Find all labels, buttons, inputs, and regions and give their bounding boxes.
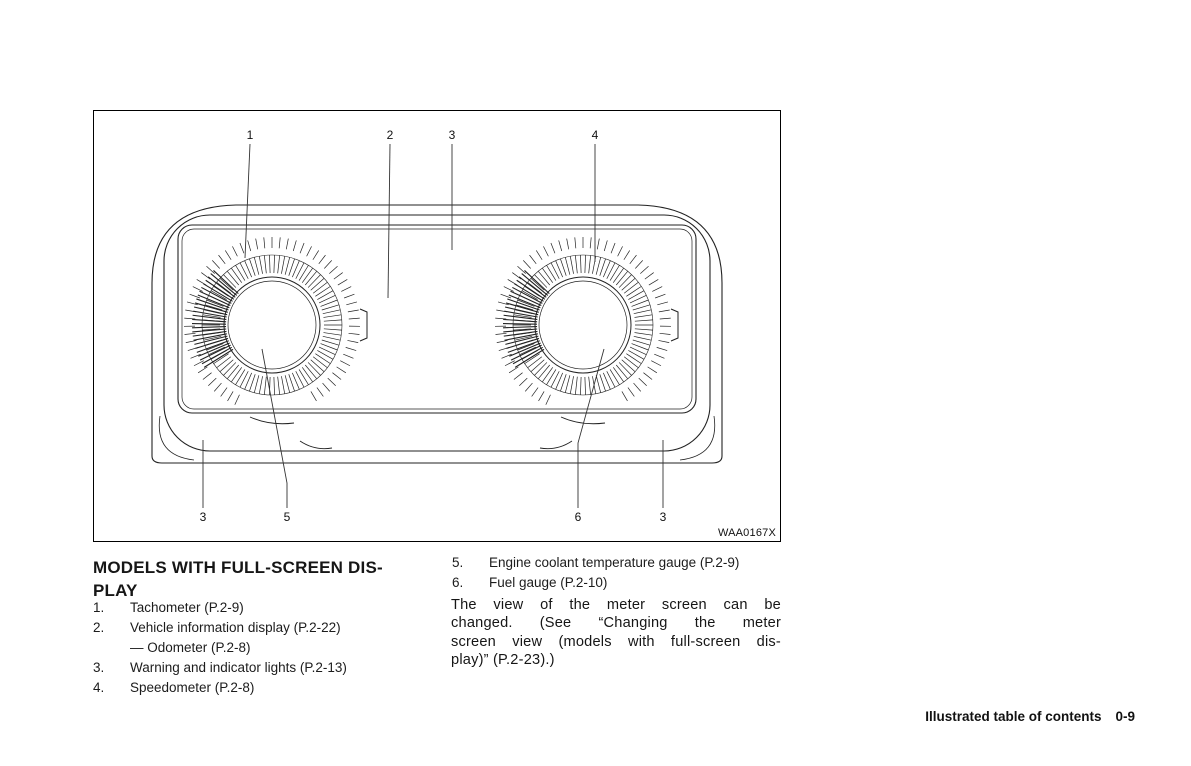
paragraph-line: screen view (models with full-screen dis…	[451, 633, 781, 650]
callout-4-speedometer: 4	[591, 128, 599, 142]
callout-3-warning-lights-left: 3	[199, 510, 207, 524]
list-item-text: Warning and indicator lights (P.2-13)	[130, 660, 347, 675]
body-paragraph: The view of the meter screen can be chan…	[451, 596, 781, 670]
list-item-number: 5.	[452, 555, 464, 570]
list-item-subentry: — Odometer (P.2-8)	[130, 640, 251, 655]
list-item: 6. Fuel gauge (P.2-10)	[452, 576, 787, 590]
figure-code-label: WAA0167X	[717, 527, 776, 539]
section-heading: MODELS WITH FULL-SCREEN DIS- PLAY	[93, 558, 383, 600]
list-item-number: 2.	[93, 620, 105, 635]
list-item: 4. Speedometer (P.2-8)	[93, 681, 428, 695]
callout-5-coolant-gauge: 5	[283, 510, 291, 524]
instrument-cluster-figure: 1 2 3 4 3 5 6 3 WAA0167X	[93, 110, 781, 542]
list-item-text: Speedometer (P.2-8)	[130, 680, 255, 695]
list-item-number: 4.	[93, 680, 105, 695]
list-item: 2. Vehicle information display (P.2-22)	[93, 621, 428, 635]
list-item-number: 6.	[452, 575, 464, 590]
callout-6-fuel-gauge: 6	[574, 510, 582, 524]
footer-section-title: Illustrated table of contents	[925, 709, 1102, 724]
paragraph-line: play)” (P.2-23).)	[451, 652, 555, 669]
callout-1-tachometer: 1	[246, 128, 254, 142]
legend-list-right: 5. Engine coolant temperature gauge (P.2…	[452, 556, 787, 596]
callout-3-warning-lights-right: 3	[659, 510, 667, 524]
paragraph-line: The view of the meter screen can be	[451, 597, 781, 613]
list-item-text: Vehicle information display (P.2-22)	[130, 620, 341, 635]
list-item-text: Tachometer (P.2-9)	[130, 600, 244, 615]
list-item: 5. Engine coolant temperature gauge (P.2…	[452, 556, 787, 570]
list-item-text: Engine coolant temperature gauge (P.2-9)	[489, 555, 740, 570]
paragraph-line: changed. (See “Changing the meter	[451, 615, 781, 632]
callout-lines	[202, 143, 664, 508]
callout-3-warning-lights: 3	[448, 128, 456, 142]
list-item-number: 3.	[93, 660, 105, 675]
list-item-number: 1.	[93, 600, 105, 615]
gauge-dials	[184, 237, 679, 425]
footer-page-number: 0-9	[1115, 709, 1135, 724]
callout-2-info-display: 2	[386, 128, 394, 142]
list-item: 3. Warning and indicator lights (P.2-13)	[93, 661, 428, 675]
list-item-text: Fuel gauge (P.2-10)	[489, 575, 608, 590]
page-footer: Illustrated table of contents 0-9	[925, 709, 1135, 724]
instrument-cluster-diagram	[151, 143, 723, 508]
legend-list-left: 1. Tachometer (P.2-9) 2. Vehicle informa…	[93, 601, 428, 701]
list-item: 1. Tachometer (P.2-9)	[93, 601, 428, 615]
